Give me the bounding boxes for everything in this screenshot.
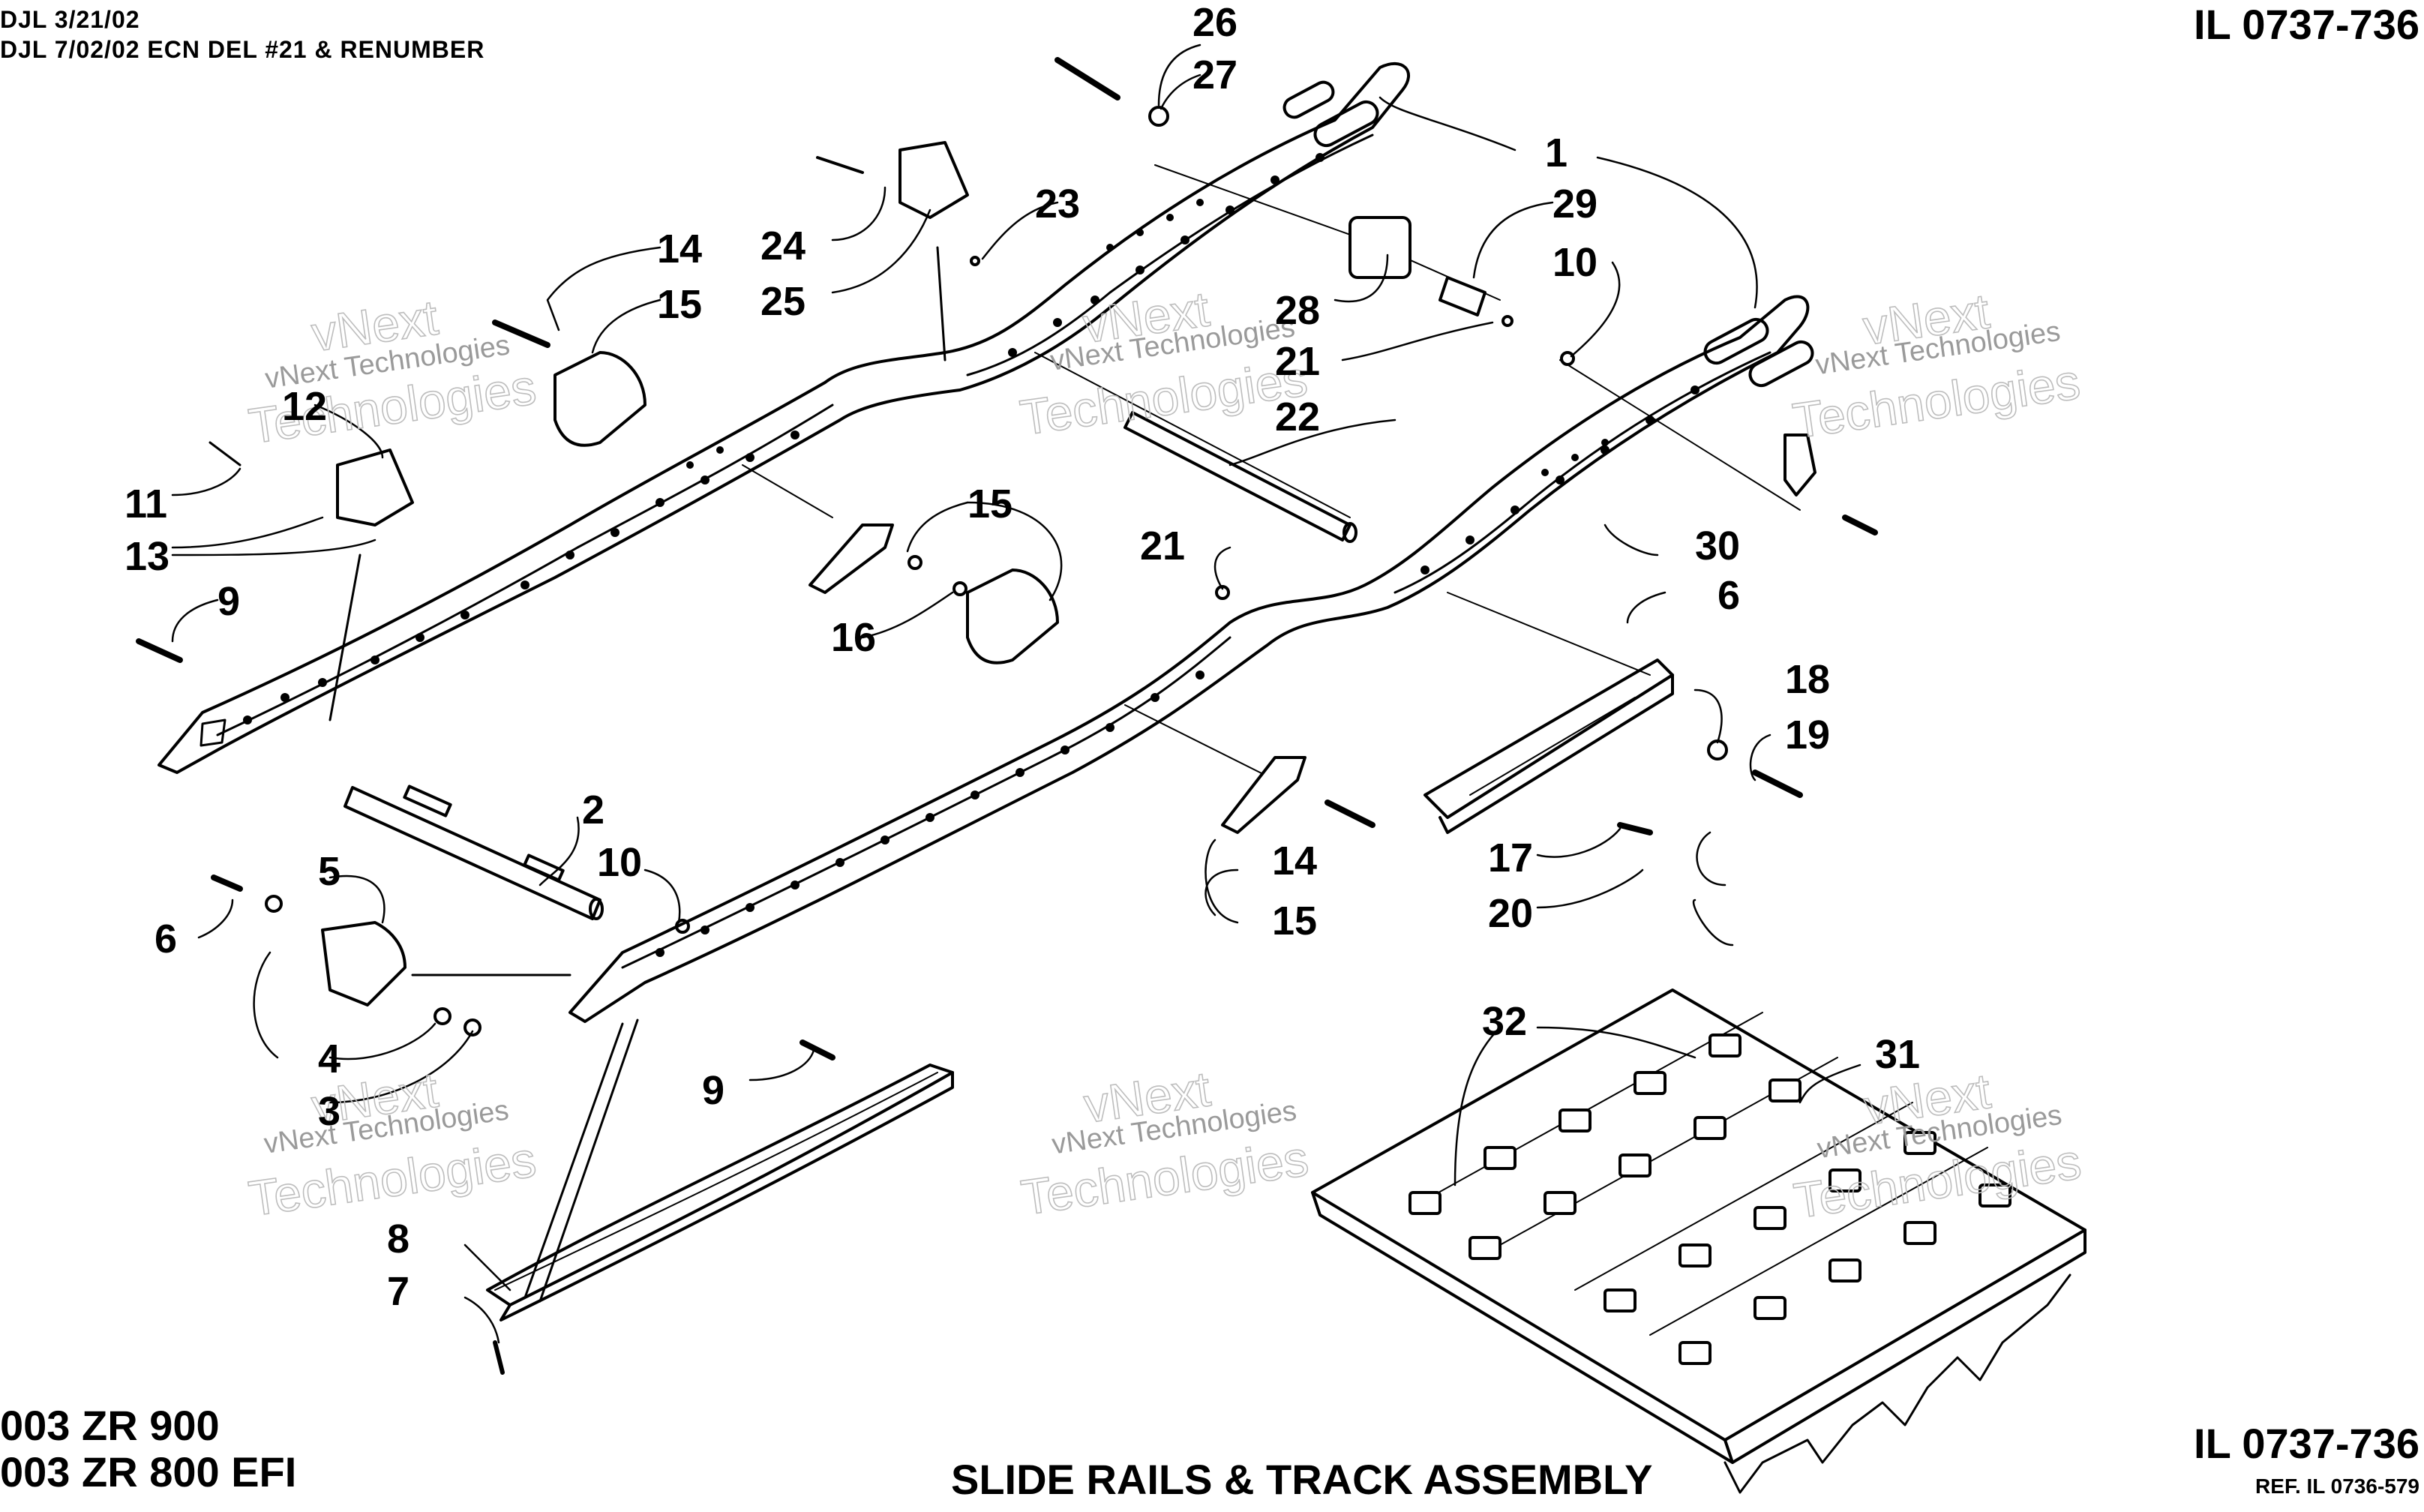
callout-10-bottom: 10 [597, 840, 642, 885]
callout-21-top: 21 [1275, 339, 1320, 384]
callout-11: 11 [124, 482, 167, 526]
model-label-2: 003 ZR 800 EFI [0, 1448, 297, 1496]
callout-25: 25 [760, 279, 806, 324]
callout-22: 22 [1275, 394, 1320, 440]
callout-6-left: 6 [154, 916, 177, 962]
callout-10-top: 10 [1552, 240, 1598, 285]
callout-14-bottom: 14 [1272, 838, 1317, 884]
callout-23: 23 [1035, 182, 1080, 226]
callout-19: 19 [1785, 712, 1830, 758]
callout-13: 13 [124, 534, 170, 579]
callout-31: 31 [1875, 1032, 1920, 1077]
left-rail-holes [243, 153, 1324, 724]
callout-15-top: 15 [657, 282, 702, 327]
callout-9-left: 9 [218, 579, 240, 624]
callout-16: 16 [831, 615, 876, 660]
hi-fax-slider-8 [486, 1064, 954, 1322]
spacer-29 [1438, 276, 1486, 316]
callout-9-bottom: 9 [702, 1068, 724, 1113]
stopper-block-28 [1348, 216, 1412, 279]
watermark-group-3: vNext Technologies vNext Technologies [1789, 282, 2084, 449]
bolts [136, 57, 1878, 1375]
callout-17: 17 [1488, 836, 1533, 880]
callout-14-top: 14 [657, 226, 702, 272]
right-rail-holes [656, 386, 1700, 957]
revision-note-2: DJL 7/02/02 ECN DEL #21 & RENUMBER [0, 36, 485, 63]
revision-note-1: DJL 3/21/02 [0, 6, 140, 33]
callout-15-mid: 15 [968, 482, 1012, 526]
callout-numbers: 26 27 1 29 10 23 24 25 28 21 22 14 15 12… [124, 0, 1920, 1314]
callout-12: 12 [282, 384, 327, 429]
callout-27: 27 [1192, 52, 1238, 98]
rear-block-30 [1784, 434, 1816, 496]
callout-24: 24 [760, 224, 806, 268]
stopper-block-5 [321, 921, 406, 1006]
il-number-top: IL 0737-736 [2194, 1, 2420, 48]
watermark-group-1: vNext Technologies vNext Technologies [244, 289, 539, 454]
callout-30: 30 [1695, 524, 1740, 568]
stopper-block-12 [336, 448, 414, 526]
rear-wear-strip-17 [1424, 658, 1674, 834]
callout-6-right: 6 [1718, 573, 1740, 618]
callout-1: 1 [1545, 130, 1568, 176]
callout-4: 4 [318, 1036, 340, 1082]
diagram-title: SLIDE RAILS & TRACK ASSEMBLY [951, 1456, 1653, 1503]
watermark-group-5: vNext Technologies vNext Technologies [1017, 1060, 1312, 1226]
callout-26: 26 [1192, 0, 1238, 45]
callout-3: 3 [318, 1089, 340, 1134]
drive-track-31 [1311, 988, 2086, 1494]
track-clips-32 [1408, 1034, 2012, 1365]
il-number-bottom: IL 0737-736 [2194, 1420, 2420, 1467]
left-slide-rail [158, 62, 1411, 774]
callout-18: 18 [1785, 657, 1830, 702]
model-label-1: 003 ZR 900 [0, 1402, 220, 1449]
callout-7: 7 [387, 1269, 410, 1314]
mount-bracket-15d [1221, 756, 1306, 834]
cross-shaft-2 [344, 784, 604, 920]
mount-bracket-15a [554, 351, 646, 447]
callout-29: 29 [1552, 182, 1598, 226]
watermark-group-4: vNext Technologies vNext Technologies [244, 1061, 539, 1227]
leader-lines [171, 44, 1862, 1344]
callout-28: 28 [1275, 288, 1320, 333]
callout-32: 32 [1482, 999, 1527, 1044]
cross-shaft-22 [1124, 411, 1358, 543]
callout-21-mid: 21 [1140, 524, 1185, 568]
mount-bracket-15c [808, 524, 894, 594]
callout-20: 20 [1488, 891, 1533, 936]
mount-bracket-15b [966, 568, 1059, 664]
callout-8: 8 [387, 1216, 410, 1262]
callout-5: 5 [318, 849, 340, 894]
reference-label: REF. IL 0736-579 [2255, 1474, 2420, 1498]
callout-2: 2 [582, 788, 604, 832]
right-slide-rail [568, 295, 1814, 1023]
stopper-block-25 [898, 141, 969, 219]
callout-15-bottom: 15 [1272, 898, 1317, 944]
